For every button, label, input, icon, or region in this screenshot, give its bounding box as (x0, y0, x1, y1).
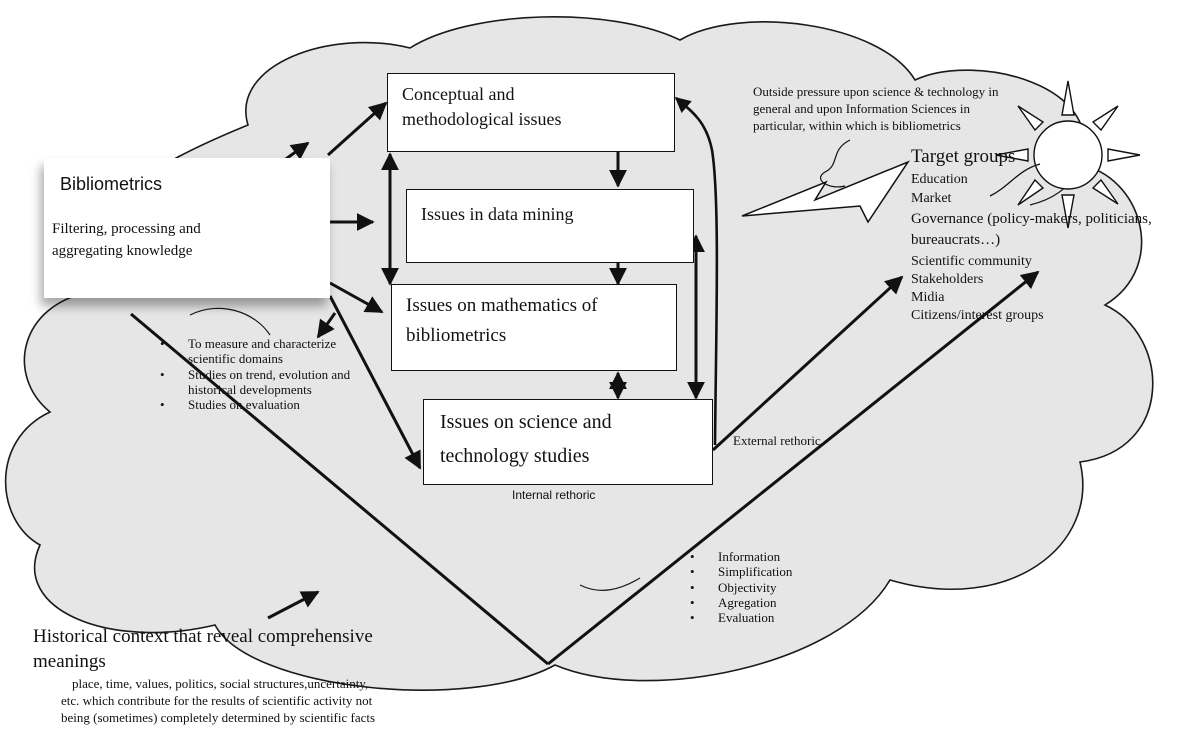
sts-line2: technology studies (440, 445, 590, 467)
conceptual-box: Conceptual and methodological issues (387, 73, 675, 152)
outcome-item: Agregation (688, 595, 792, 611)
data-mining-box: Issues in data mining (406, 189, 694, 263)
bibliometrics-subtitle-line2: aggregating knowledge (52, 243, 193, 259)
historical-desc-line3: being (sometimes) completely determined … (61, 710, 376, 725)
external-rhetoric-label: External rethoric (733, 433, 821, 448)
pressure-line2: general and upon Information Sciences in (753, 101, 970, 116)
internal-rhetoric-label: Internal rethoric (512, 488, 596, 502)
outcome-item: Objectivity (688, 580, 792, 596)
target-group-item: bureaucrats…) (911, 232, 1001, 248)
lightning-bolt-icon (741, 139, 910, 224)
historical-desc-line2: etc. which contribute for the results of… (61, 693, 373, 708)
bibliometrics-subtitle-line1: Filtering, processing and (52, 221, 201, 237)
feedback-curve-arrow (674, 96, 719, 446)
bibliometrics-title: Bibliometrics (60, 174, 163, 194)
mathematics-line2: bibliometrics (406, 325, 507, 346)
target-group-item: Governance (policy-makers, politicians, (911, 211, 1152, 227)
conceptual-line2: methodological issues (402, 109, 562, 129)
pressure-line3: particular, within which is bibliometric… (753, 118, 961, 133)
target-group-item: Citizens/interest groups (911, 308, 1044, 323)
data-mining-label: Issues in data mining (421, 204, 574, 224)
bibliometrics-box: Bibliometrics Filtering, processing and … (44, 158, 330, 298)
conceptual-line1: Conceptual and (402, 84, 515, 104)
historical-title-line2: meanings (33, 651, 106, 672)
mathematics-line1: Issues on mathematics of (406, 295, 598, 316)
target-group-item: Market (911, 191, 952, 206)
target-groups-title: Target groups (911, 146, 1016, 167)
historical-title-line1: Historical context that reveal comprehen… (33, 626, 373, 647)
pressure-line1: Outside pressure upon science & technolo… (753, 84, 999, 99)
historical-desc-line1: place, time, values, politics, social st… (72, 676, 369, 691)
target-groups-squiggle (989, 163, 1041, 197)
scope-bullet-item: Studies on trend, evolution andhistorica… (158, 367, 350, 398)
outcome-list: Information Simplification Objectivity A… (688, 549, 792, 626)
sun-icon (995, 80, 1141, 229)
target-group-item: Education (911, 172, 968, 187)
target-group-item: Midia (911, 290, 945, 305)
mathematics-box: Issues on mathematics of bibliometrics (391, 284, 677, 371)
outcome-item: Simplification (688, 564, 792, 580)
scope-bullet-item: Studies on evaluation (158, 397, 350, 413)
outcome-item: Information (688, 549, 792, 565)
target-group-item: Stakeholders (911, 272, 984, 287)
sts-line1: Issues on science and (440, 411, 612, 433)
outcome-item: Evaluation (688, 610, 792, 626)
sts-box: Issues on science and technology studies (423, 399, 713, 485)
target-group-item: Scientific community (911, 254, 1032, 269)
